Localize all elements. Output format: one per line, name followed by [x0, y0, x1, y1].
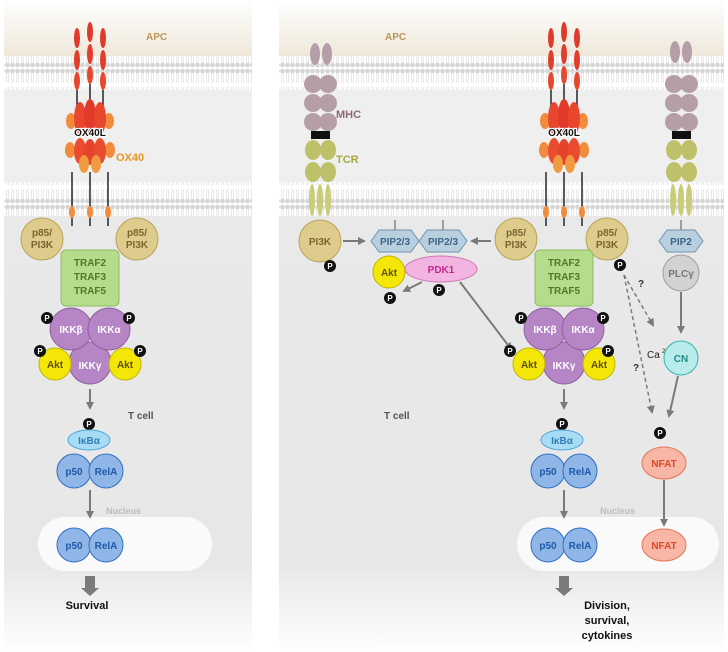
p85-pi3k-left: p85/ PI3K — [20, 217, 64, 261]
svg-text:P: P — [559, 420, 565, 429]
svg-text:RelA: RelA — [95, 541, 118, 552]
svg-text:Akt: Akt — [591, 360, 608, 371]
nuclear-nfkb: p50 RelA — [56, 527, 124, 563]
svg-text:P: P — [387, 294, 393, 303]
svg-text:PI3K: PI3K — [126, 240, 149, 251]
apc-label: APC — [146, 32, 167, 43]
svg-text:TRAF2: TRAF2 — [74, 258, 107, 269]
p85-pi3k-right: p85/ PI3K — [115, 217, 159, 261]
svg-text:PLCγ: PLCγ — [668, 269, 694, 280]
svg-text:RelA: RelA — [569, 467, 592, 478]
svg-text:IKKα: IKKα — [571, 325, 595, 336]
svg-text:p50: p50 — [65, 541, 83, 552]
ox40l-trimer-right: OX40L — [539, 21, 589, 226]
survival-label: Survival — [66, 600, 109, 612]
svg-text:p85/: p85/ — [32, 228, 52, 239]
nuclear-factors-right: p50 RelA NFAT — [530, 527, 687, 563]
p85-pi3k-right-b: p85/ PI3K P — [585, 217, 629, 271]
akt-left: Akt — [47, 360, 64, 371]
svg-text:p50: p50 — [539, 541, 557, 552]
svg-text:IKKβ: IKKβ — [533, 325, 556, 336]
ox40l-label: OX40L — [74, 128, 106, 139]
svg-text:PI3K: PI3K — [31, 240, 54, 251]
svg-text:cytokines: cytokines — [582, 630, 633, 642]
svg-text:p85/: p85/ — [597, 228, 617, 239]
svg-text:survival,: survival, — [585, 615, 630, 627]
svg-text:P: P — [86, 420, 92, 429]
svg-text:P: P — [507, 347, 513, 356]
svg-text:P: P — [137, 347, 143, 356]
svg-text:P: P — [436, 286, 442, 295]
svg-text:TRAF3: TRAF3 — [74, 272, 107, 283]
svg-text:IκBα: IκBα — [551, 436, 574, 447]
svg-text:PDK1: PDK1 — [428, 265, 455, 276]
apc-label-right: APC — [385, 32, 406, 43]
ikk-complex-right: IKKβ IKKα IKKγ P P Akt Akt P P — [504, 307, 616, 385]
calcium-label: Ca — [647, 350, 660, 361]
svg-text:NFAT: NFAT — [651, 541, 676, 552]
ikk-complex: IKKβ IKKα IKKγ P P Akt Akt P P — [34, 307, 146, 385]
svg-text:PIP2: PIP2 — [670, 237, 692, 248]
ox40l-trimer: OX40L OX40 — [65, 21, 144, 226]
ikkb-label: IKKβ — [59, 325, 82, 336]
svg-text:P: P — [617, 261, 623, 270]
left-panel: APC OX40L OX40 — [4, 0, 252, 652]
svg-text:P: P — [327, 262, 333, 271]
svg-text:p50: p50 — [539, 467, 557, 478]
ikba-label: IκBα — [78, 436, 101, 447]
ikba-nfkb-right: P IκBα p50 RelA — [530, 418, 598, 489]
svg-text:PI3K: PI3K — [596, 240, 619, 251]
svg-text:p85/: p85/ — [127, 228, 147, 239]
svg-text:P: P — [605, 347, 611, 356]
svg-text:TRAF3: TRAF3 — [548, 272, 581, 283]
akt-right: Akt — [117, 360, 134, 371]
svg-text:p50: p50 — [65, 467, 83, 478]
ikkg-label: IKKγ — [79, 361, 102, 372]
p85-pi3k-right-a: p85/ PI3K — [494, 217, 538, 261]
svg-text:RelA: RelA — [569, 541, 592, 552]
mhc-label: MHC — [336, 109, 361, 121]
ox40-label: OX40 — [116, 152, 144, 164]
tcell-label-right: T cell — [384, 411, 410, 422]
svg-text:PIP2/3: PIP2/3 — [428, 237, 458, 248]
svg-text:Nucleus: Nucleus — [600, 506, 635, 516]
svg-text:OX40L: OX40L — [548, 128, 580, 139]
tcell-label: T cell — [128, 411, 154, 422]
svg-text:?: ? — [638, 279, 644, 290]
svg-text:TRAF5: TRAF5 — [548, 286, 581, 297]
svg-text:NFAT: NFAT — [651, 459, 676, 470]
svg-text:Akt: Akt — [521, 360, 538, 371]
mhc-tcr: MHC TCR — [304, 43, 361, 216]
phospho-icon: P — [126, 314, 132, 323]
svg-text:?: ? — [633, 363, 639, 374]
pi3k-tcr: PI3K P — [298, 219, 342, 272]
svg-text:TRAF5: TRAF5 — [74, 286, 107, 297]
traf-complex-right: TRAF2 TRAF3 TRAF5 — [534, 249, 594, 307]
svg-text:Division,: Division, — [584, 600, 630, 612]
akt-pdk1: Akt PDK1 P P — [372, 255, 478, 304]
svg-text:PI3K: PI3K — [505, 240, 528, 251]
right-panel: APC MHC TCR PI3K P — [279, 0, 724, 652]
svg-text:P: P — [37, 347, 43, 356]
ikba-nfkb: P IκBα p50 RelA — [56, 418, 124, 489]
svg-text:IKKγ: IKKγ — [553, 361, 576, 372]
tcr-label: TCR — [336, 154, 359, 166]
svg-text:RelA: RelA — [95, 467, 118, 478]
svg-text:P: P — [518, 314, 524, 323]
svg-text:PIP2/3: PIP2/3 — [380, 237, 410, 248]
svg-text:Akt: Akt — [381, 268, 398, 279]
phospho-icon: P — [44, 314, 50, 323]
traf-complex: TRAF2 TRAF3 TRAF5 — [60, 249, 120, 307]
svg-text:CN: CN — [674, 354, 688, 365]
svg-text:P: P — [657, 429, 663, 438]
pip23-pair: PIP2/3 PIP2/3 — [370, 220, 468, 253]
ikka-label: IKKα — [97, 325, 121, 336]
svg-text:PI3K: PI3K — [309, 237, 332, 248]
svg-text:P: P — [600, 314, 606, 323]
svg-text:TRAF2: TRAF2 — [548, 258, 581, 269]
svg-text:p85/: p85/ — [506, 228, 526, 239]
nucleus-label: Nucleus — [106, 506, 141, 516]
plcg-pathway: PIP2 PLCγ CN P NFAT — [641, 41, 704, 527]
